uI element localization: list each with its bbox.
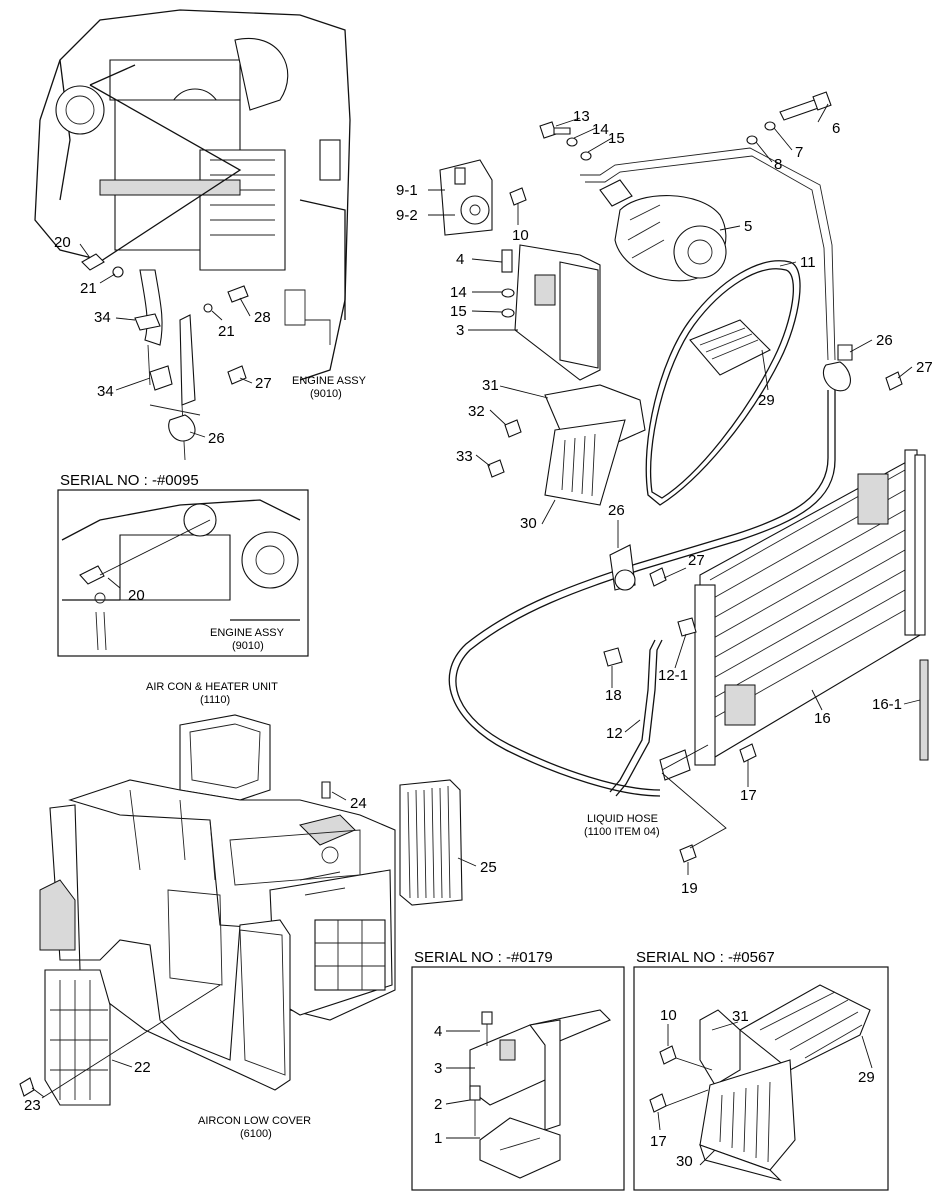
serial-0095-title: SERIAL NO : -#0095 [60,472,199,489]
callout-12-1: 12-1 [658,667,688,684]
liquid-hose-caption: LIQUID HOSE [587,813,658,825]
callout-31: 31 [482,377,499,394]
callout-28: 28 [254,309,271,326]
callout-15: 15 [608,130,625,147]
callout-4: 4 [456,251,464,268]
callout-4: 4 [434,1023,442,1040]
inset-engine-caption: ENGINE ASSY [210,627,285,639]
serial-0179-title: SERIAL NO : -#0179 [414,949,553,966]
serial-0095-engine-detail [61,499,301,651]
callout-18: 18 [605,687,622,704]
callout-23: 23 [24,1097,41,1114]
serial-0567-guard-detail [649,984,873,1182]
callout-27: 27 [255,375,272,392]
callout-10: 10 [660,1007,677,1024]
engine-leaders [79,243,253,438]
callout-5: 5 [744,218,752,235]
callout-1: 1 [434,1130,442,1147]
callout-21: 21 [80,280,97,297]
callout-10: 10 [512,227,529,244]
callout-29: 29 [758,392,775,409]
engine-assy-caption: ENGINE ASSY [292,375,367,387]
callout-17: 17 [650,1133,667,1150]
aircon-unit-code: (1110) [200,694,230,706]
callout-26: 26 [208,430,225,447]
callout-22: 22 [134,1059,151,1076]
engine-assy-code: (9010) [310,388,342,400]
callout-34: 34 [94,309,111,326]
callout-9-2: 9-2 [396,207,418,224]
callout-3: 3 [456,322,464,339]
low-cover-code: (6100) [240,1128,272,1140]
callout-15: 15 [450,303,467,320]
callout-25: 25 [480,859,497,876]
callout-17: 17 [740,787,757,804]
callout-7: 7 [795,144,803,161]
liquid-hose-code: (1100 ITEM 04) [584,826,660,838]
callout-2: 2 [434,1096,442,1113]
callout-30: 30 [520,515,537,532]
callout-14: 14 [592,121,609,138]
callout-20: 20 [128,587,145,604]
callout-26: 26 [608,502,625,519]
callout-14: 14 [450,284,467,301]
callout-27: 27 [688,552,705,569]
hose-loop [448,390,836,797]
serial-0179-inset [411,966,625,1191]
condenser-assembly [603,449,929,863]
serial-0095-inset [57,489,309,657]
callout-24: 24 [350,795,367,812]
callout-19: 19 [681,880,698,897]
callout-21: 21 [218,323,235,340]
callout-6: 6 [832,120,840,137]
low-cover-caption: AIRCON LOW COVER [198,1115,311,1127]
callout-3: 3 [434,1060,442,1077]
callout-29: 29 [858,1069,875,1086]
inset-engine-code: (9010) [232,640,264,652]
callout-27: 27 [916,359,933,376]
aircon-heater-unit-drawing [19,714,463,1106]
serial-0179-bracket-detail [445,1009,611,1179]
callout-11: 11 [800,254,816,271]
callout-16: 16 [814,710,831,727]
callout-20: 20 [54,234,71,251]
callout-8: 8 [774,156,782,173]
callout-33: 33 [456,448,473,465]
aircon-unit-caption: AIR CON & HEATER UNIT [146,681,278,693]
serial-0567-inset [633,966,889,1191]
callout-30: 30 [676,1153,693,1170]
engine-assembly-drawing [34,9,351,461]
callout-34: 34 [97,383,114,400]
callout-13: 13 [573,108,590,125]
aircon-leaders [31,791,477,1099]
callout-9-1: 9-1 [396,182,418,199]
callout-16-1: 16-1 [872,696,902,713]
callout-12: 12 [606,725,623,742]
upper-right-leaders [428,103,921,875]
callout-31: 31 [732,1008,749,1025]
callout-26: 26 [876,332,893,349]
callout-32: 32 [468,403,485,420]
compressor-assembly [439,91,903,506]
serial-0567-title: SERIAL NO : -#0567 [636,949,775,966]
